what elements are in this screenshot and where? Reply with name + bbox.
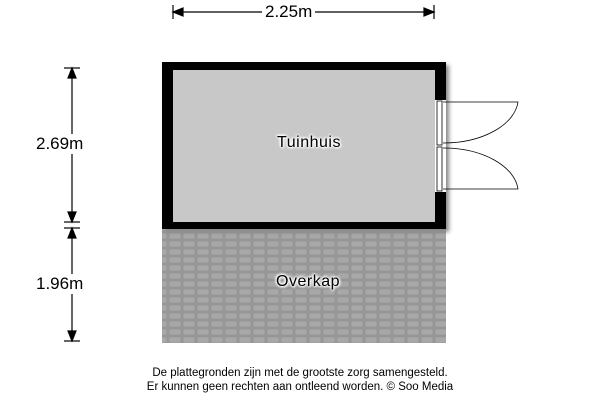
overkap-area [162, 228, 446, 343]
width-dimension: 2.25m [262, 2, 316, 22]
room-label-tuinhuis: Tuinhuis [277, 134, 341, 151]
depth-dimension-lines [64, 66, 80, 343]
overkap-depth-dimension: 1.96m [33, 274, 87, 294]
disclaimer-line-1: De plattegronden zijn met de grootste zo… [152, 367, 448, 379]
room-label-overkap: Overkap [276, 273, 340, 290]
disclaimer-line-2: Er kunnen geen rechten aan ontleend word… [146, 381, 454, 393]
tuinhuis-floor [173, 70, 435, 222]
tuinhuis-depth-dimension: 2.69m [33, 134, 87, 154]
double-door [435, 100, 519, 192]
